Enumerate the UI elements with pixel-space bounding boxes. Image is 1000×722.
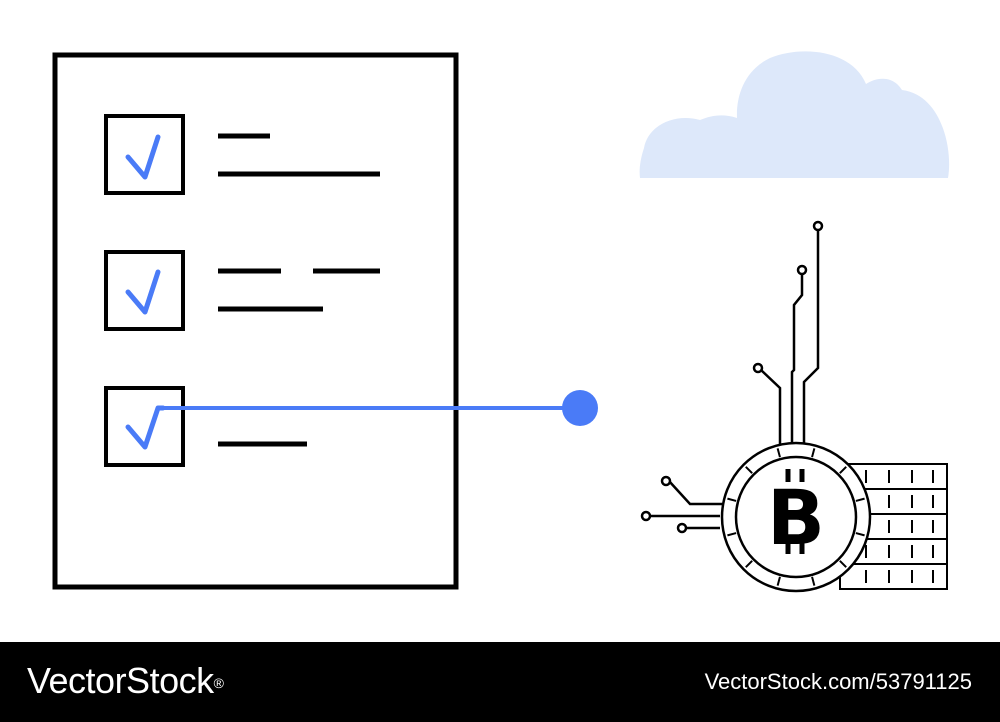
bitcoin-coin-icon: B — [720, 441, 872, 593]
checkbox-1 — [104, 114, 185, 195]
checklist-document — [52, 52, 459, 590]
brand-registered-mark: ® — [213, 675, 224, 691]
connector-dot — [562, 390, 598, 426]
coin-tick — [855, 497, 865, 502]
circuit-traces-left — [640, 475, 722, 534]
coin-tick — [727, 497, 737, 502]
coin-tick — [776, 576, 781, 586]
coin-tick — [855, 532, 865, 537]
coin-inner-rim — [734, 455, 858, 579]
bitcoin-symbol: B — [767, 473, 825, 562]
stock-id: VectorStock.com/53791125 — [704, 669, 972, 694]
coin-tick — [727, 532, 737, 537]
circuit-traces-icon — [752, 220, 824, 448]
coin-tick — [839, 560, 847, 568]
coin-tick — [776, 448, 781, 458]
brand-logo: VectorStock® — [27, 660, 224, 701]
checkbox-3 — [104, 386, 185, 467]
checkmark-icon — [125, 269, 161, 315]
checklist-item-2 — [104, 250, 380, 331]
checkmark-icon — [125, 405, 166, 450]
connector — [162, 390, 598, 426]
coin-tick — [811, 448, 816, 458]
footer-bar: VectorStock® VectorStock.com/53791125 — [0, 642, 1000, 722]
coin-ticks — [727, 448, 865, 586]
coin-tick — [811, 576, 816, 586]
coin-tick — [839, 466, 847, 474]
illustration: B — [52, 51, 950, 593]
checkbox-2 — [104, 250, 185, 331]
coin-tick — [745, 560, 753, 568]
cloud-icon — [639, 51, 950, 178]
checklist-item-1 — [104, 114, 380, 195]
checklist-item-3 — [104, 386, 307, 467]
coin-tick — [745, 466, 753, 474]
brand-name: VectorStock — [27, 660, 214, 701]
checkmark-icon — [125, 134, 161, 180]
document-frame — [52, 52, 459, 590]
